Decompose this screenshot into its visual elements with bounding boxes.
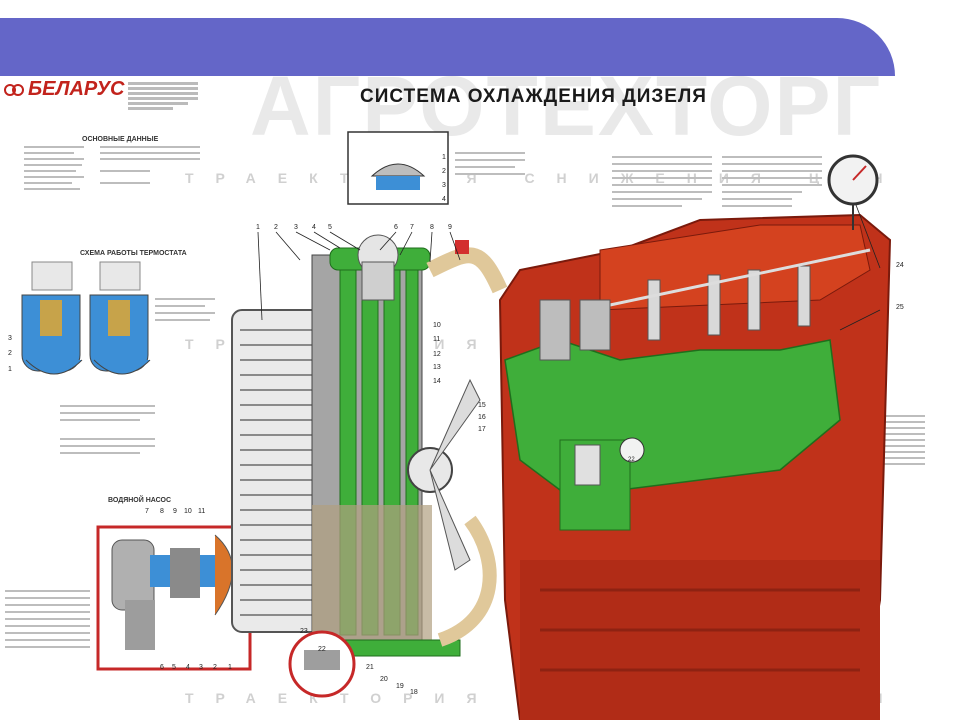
callout-20: 20 — [380, 676, 388, 683]
callout-22: 22 — [318, 646, 326, 653]
callout-9: 9 — [448, 224, 452, 231]
callout-7: 7 — [410, 224, 414, 231]
thermo-callout-1: 1 — [8, 366, 12, 373]
callout-6: 6 — [394, 224, 398, 231]
logo-mark-icon — [4, 83, 24, 96]
callout-4: 4 — [312, 224, 316, 231]
thermostat-heading: СХЕМА РАБОТЫ ТЕРМОСТАТА — [80, 250, 187, 257]
basic-data-heading: ОСНОВНЫЕ ДАННЫЕ — [82, 136, 159, 143]
callout-18: 18 — [410, 689, 418, 696]
thermo-callout-2: 2 — [8, 350, 12, 357]
thermo-callout-3: 3 — [8, 335, 12, 342]
pump-callout-3: 3 — [199, 664, 203, 671]
belarus-logo: БЕЛАРУС — [4, 78, 125, 101]
water-pump-inset — [5, 525, 252, 671]
fan — [407, 240, 481, 571]
pump-callout-7: 7 — [145, 508, 149, 515]
callout-2: 2 — [274, 224, 278, 231]
callout-1: 1 — [256, 224, 260, 231]
temperature-gauge — [827, 154, 879, 230]
gauge-callout-22: 22 — [628, 457, 635, 463]
callout-25: 25 — [896, 304, 904, 311]
filler-cap-inset — [347, 131, 525, 205]
callout-11: 11 — [433, 336, 441, 343]
callout-14: 14 — [433, 378, 441, 385]
callout-13: 13 — [433, 364, 441, 371]
callout-23: 23 — [300, 628, 308, 635]
pump-callout-10: 10 — [184, 508, 192, 515]
cap-callout-1: 1 — [442, 154, 446, 161]
callout-17: 17 — [478, 426, 486, 433]
pump-callout-9: 9 — [173, 508, 177, 515]
thermostat-notes — [60, 298, 215, 454]
thermostat-diagram-left — [21, 261, 83, 375]
pump-callout-6: 6 — [160, 664, 164, 671]
basic-data-text — [24, 146, 200, 190]
callout-3: 3 — [294, 224, 298, 231]
callout-10: 10 — [433, 322, 441, 329]
pump-heading: ВОДЯНОЙ НАСОС — [108, 497, 172, 504]
header-band — [0, 18, 895, 76]
pump-callout-11: 11 — [198, 508, 206, 515]
callout-8: 8 — [430, 224, 434, 231]
cap-callout-3: 3 — [442, 182, 446, 189]
pump-callout-1: 1 — [228, 664, 232, 671]
callout-21: 21 — [366, 664, 374, 671]
radiator — [231, 234, 461, 657]
pump-callout-8: 8 — [160, 508, 164, 515]
callout-12: 12 — [433, 351, 441, 358]
callout-15: 15 — [478, 402, 486, 409]
tractor-models — [128, 80, 198, 112]
callout-19: 19 — [396, 683, 404, 690]
cap-callout-4: 4 — [442, 196, 446, 203]
pump-callout-5: 5 — [172, 664, 176, 671]
thermostat-diagram-right — [89, 261, 151, 375]
pump-callout-2: 2 — [213, 664, 217, 671]
header-bar — [0, 0, 960, 76]
callout-5: 5 — [328, 224, 332, 231]
engine-block — [498, 213, 892, 720]
page-title: СИСТЕМА ОХЛАЖДЕНИЯ ДИЗЕЛЯ — [360, 86, 707, 107]
drain-detail — [288, 630, 356, 698]
logo-text: БЕЛАРУС — [28, 78, 125, 100]
callout-24: 24 — [896, 262, 904, 269]
pump-callout-4: 4 — [186, 664, 190, 671]
cap-callout-2: 2 — [442, 168, 446, 175]
callout-16: 16 — [478, 414, 486, 421]
